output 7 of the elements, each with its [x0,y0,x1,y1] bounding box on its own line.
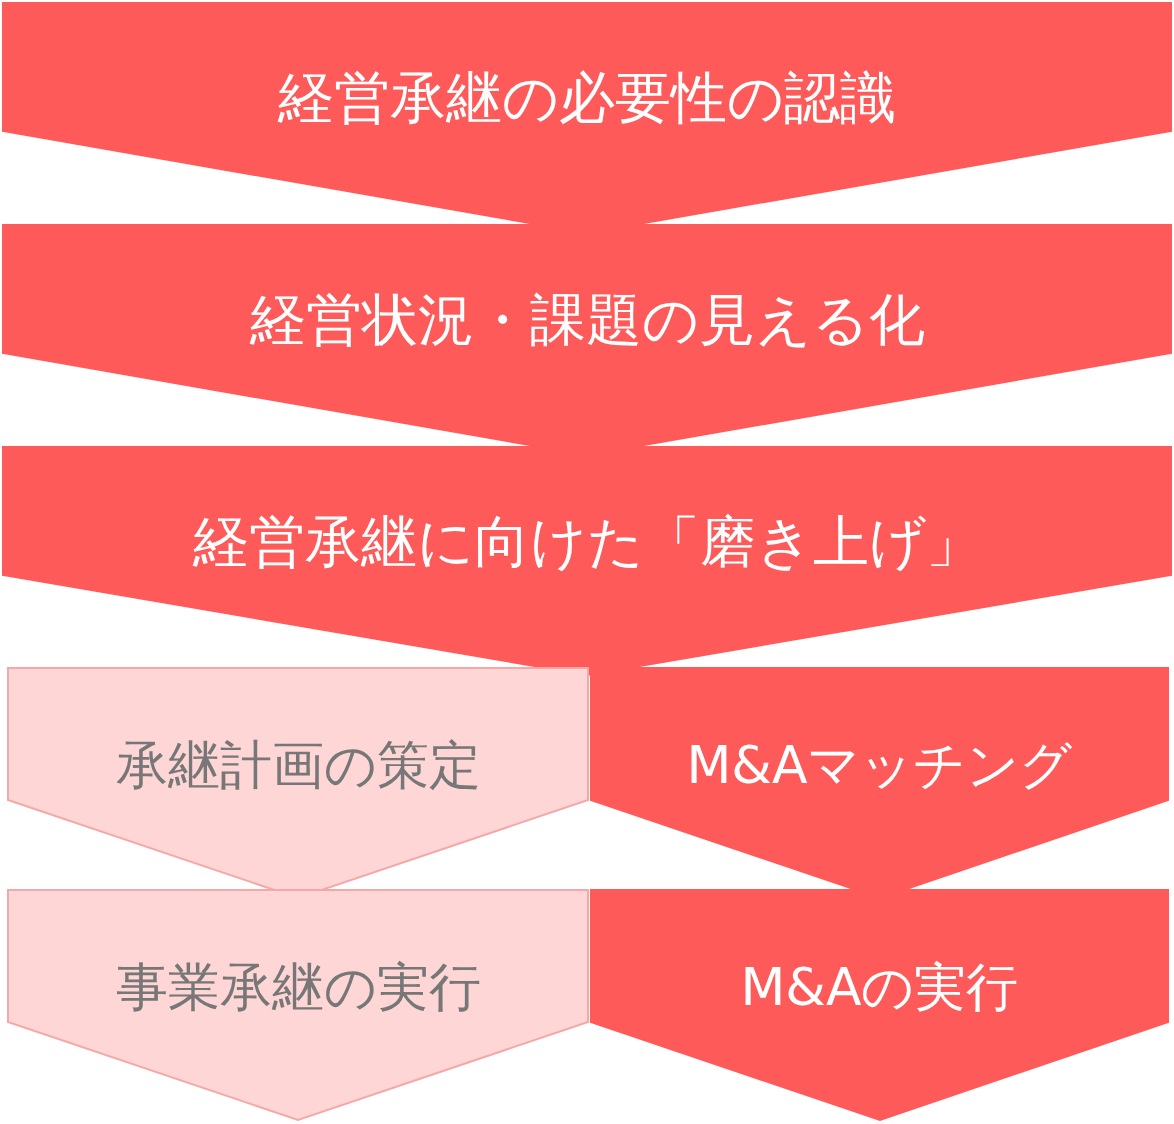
step-label: M&Aマッチング [685,733,1074,797]
step-label: 経営承継に向けた「磨き上げ」 [191,508,983,577]
step-label: 事業承継の実行 [114,955,482,1019]
step-label: M&Aの実行 [739,955,1020,1019]
step-label: 承継計画の策定 [114,733,482,797]
step-label: 経営承継の必要性の認識 [277,64,897,133]
step-label: 経営状況・課題の見える化 [248,286,926,355]
